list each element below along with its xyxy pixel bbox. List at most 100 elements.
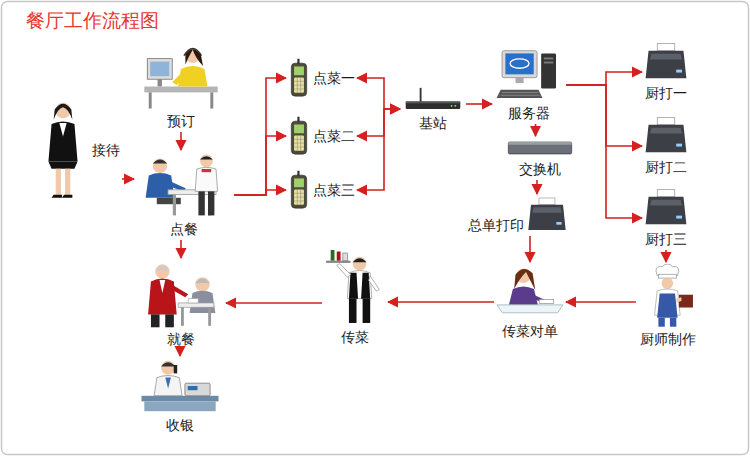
icon-part: [153, 159, 167, 163]
icon-part: [185, 49, 203, 66]
icon-part: [508, 142, 571, 145]
icon-part: [662, 277, 674, 289]
icon-part: [161, 362, 175, 366]
flow-arrow: [234, 190, 286, 195]
icon-part: [294, 178, 304, 187]
icon-part: [294, 189, 304, 204]
icon-part: [657, 293, 677, 317]
icon-part: [200, 155, 213, 168]
person-icon: [37, 94, 89, 206]
icon-part: [198, 191, 204, 215]
icon-part: [556, 222, 561, 225]
step-label: 点菜二: [313, 128, 355, 145]
phone-icon: [288, 58, 310, 98]
flow-step: 厨打三: [642, 186, 690, 250]
icon-part: [144, 87, 217, 93]
icon-part: [544, 57, 553, 59]
pc-icon: [494, 48, 564, 102]
icon-part: [646, 197, 687, 225]
icon-part: [184, 48, 202, 55]
icon-part: [157, 198, 181, 204]
dining-icon: [138, 260, 224, 328]
icon-part: [172, 73, 185, 85]
flow-arrow: [388, 301, 494, 303]
icon-part: [160, 280, 166, 293]
flow-arrow: [180, 132, 182, 150]
icon-part: [158, 79, 162, 86]
printer-icon: [644, 42, 688, 82]
icon-part: [54, 104, 73, 120]
icon-part: [148, 279, 177, 315]
step-label: 基站: [419, 115, 447, 132]
flow-step: 传菜: [322, 248, 388, 348]
icon-part: [172, 286, 188, 297]
icon-part: [353, 257, 367, 271]
flow-arrow: [122, 178, 134, 180]
counter-icon: [496, 264, 564, 320]
waiter-icon: [324, 250, 386, 326]
icon-part: [181, 307, 184, 326]
flow-arrow: [536, 180, 538, 194]
icon-part: [178, 303, 214, 307]
icon-part: [153, 159, 167, 173]
flow-arrow: [529, 236, 531, 262]
diagram-title: 餐厅工作流程图: [26, 8, 159, 34]
flow-step: 服务器: [492, 46, 566, 124]
icon-part: [369, 276, 380, 291]
icon-part: [676, 297, 681, 302]
icon-part: [59, 123, 66, 137]
icon-part: [294, 189, 304, 204]
flow-step: 点菜二: [286, 114, 357, 158]
flow-step: 总单打印: [466, 194, 569, 236]
table-icon: [136, 152, 232, 218]
icon-part: [657, 43, 674, 50]
icon-part: [154, 376, 182, 396]
flow-arrow: [566, 301, 636, 303]
printer-icon: [644, 188, 688, 228]
icon-part: [291, 121, 306, 154]
icon-part: [173, 195, 176, 216]
step-label: 就餐: [167, 331, 195, 348]
desk-icon: [142, 44, 220, 110]
step-label: 厨打三: [645, 231, 687, 248]
icon-part: [291, 175, 306, 208]
icon-part: [155, 266, 169, 270]
icon-part: [150, 62, 169, 77]
icon-part: [294, 135, 304, 150]
icon-part: [147, 59, 172, 80]
chef-icon: [638, 264, 698, 328]
icon-part: [337, 264, 351, 278]
icon-part: [502, 51, 537, 78]
icon-part: [539, 300, 553, 304]
icon-part: [541, 53, 556, 88]
router-icon: [402, 86, 464, 112]
icon-part: [188, 299, 198, 303]
icon-part: [676, 70, 682, 73]
icon-part: [501, 93, 540, 96]
icon-part: [294, 135, 304, 150]
step-label: 总单打印: [468, 217, 524, 234]
icon-part: [48, 121, 77, 161]
icon-part: [406, 101, 461, 103]
step-label: 服务器: [508, 105, 550, 122]
icon-part: [508, 142, 571, 154]
flow-arrow: [226, 302, 322, 304]
icon-part: [165, 378, 171, 389]
flow-arrow: [234, 78, 286, 195]
icon-part: [294, 124, 304, 133]
flow-arrow: [466, 103, 492, 105]
flow-step: 点餐: [134, 150, 234, 240]
icon-part: [406, 101, 461, 108]
step-label: 厨打一: [645, 85, 687, 102]
flow-arrow: [566, 85, 642, 146]
icon-part: [646, 51, 687, 79]
step-label: 收银: [166, 417, 194, 434]
flow-step: 收银: [138, 356, 222, 436]
icon-part: [656, 264, 679, 276]
step-label: 传菜: [341, 329, 369, 346]
flow-arrow: [357, 109, 400, 136]
icon-part: [657, 189, 674, 196]
icon-part: [670, 318, 676, 327]
